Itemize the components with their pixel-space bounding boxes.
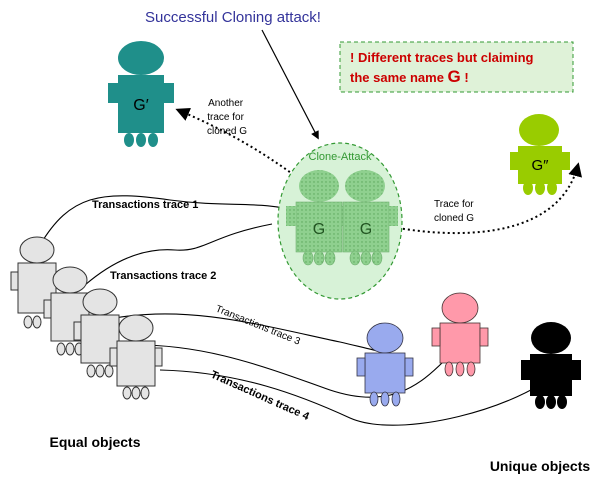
trace-line-3 <box>114 313 381 353</box>
transaction-trace-lines <box>39 195 561 426</box>
gray-robot-3 <box>73 288 120 378</box>
robot-g-double-prime: G″ <box>510 114 570 195</box>
trace-label-1: Transactions trace 1 <box>92 199 198 211</box>
equal-objects-label: Equal objects <box>49 434 140 450</box>
robot-g-prime: G′ <box>108 41 174 147</box>
robot-g-double-prime-label: G″ <box>532 157 550 174</box>
trace-for-cloned-label: Trace for cloned G <box>434 199 476 224</box>
clone-attack-label: Clone-Attack <box>309 151 372 163</box>
robot-blue <box>356 322 414 407</box>
trace-line-1 <box>39 195 301 246</box>
robot-pink <box>431 292 489 377</box>
trace-line-5 <box>119 344 446 398</box>
warning-line-2: the same name G ! <box>350 67 469 86</box>
trace-line-4 <box>159 369 561 426</box>
robot-g-prime-label: G′ <box>133 97 148 114</box>
robot-clone-right: G <box>342 170 398 266</box>
unique-objects-label: Unique objects <box>490 458 591 474</box>
arrow-to-g-prime <box>175 107 299 179</box>
title-pointer-line <box>261 29 319 140</box>
warning-box: ! Different traces but claiming the same… <box>339 41 574 93</box>
trace-line-2 <box>84 223 273 286</box>
warning-line-1: ! Different traces but claiming <box>350 50 534 65</box>
trace-label-2: Transactions trace 2 <box>110 270 216 282</box>
gray-robot-4 <box>109 314 163 400</box>
trace-label-3: Transactions trace 3 <box>214 304 302 348</box>
robot-clone-right-label: G <box>360 221 372 238</box>
robot-clone-left-label: G <box>313 221 325 238</box>
arrow-to-g-double-prime <box>397 162 582 235</box>
robot-black <box>521 322 581 409</box>
equal-objects-group <box>10 236 163 400</box>
another-trace-label: Another trace for cloned G <box>207 98 247 137</box>
diagram-title: Successful Cloning attack! <box>145 9 321 26</box>
gray-robot-1 <box>10 236 57 329</box>
